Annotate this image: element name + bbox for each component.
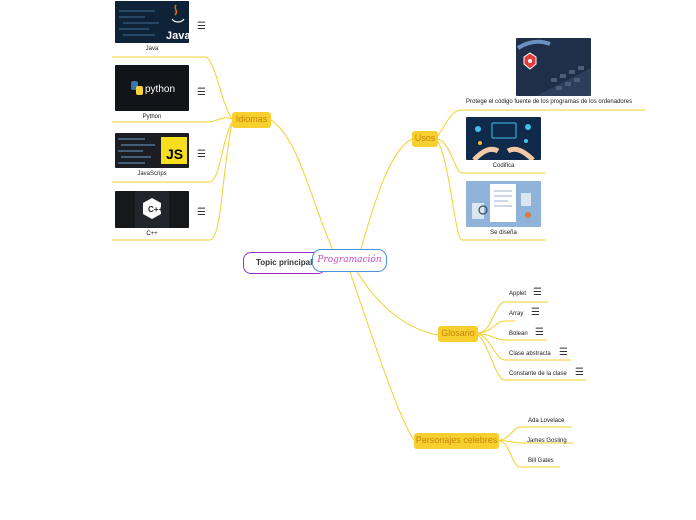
personajes-item-label: Bill Gates: [528, 458, 554, 464]
notes-icon[interactable]: ☰: [197, 207, 206, 218]
security-keyboard-image: [516, 38, 591, 96]
glosario-item-label: Constante de la clase: [509, 371, 567, 377]
topic-idiomas[interactable]: Idiomas: [232, 112, 271, 128]
security-keyboard-graphic: [516, 38, 591, 96]
java-logo-graphic: Java: [115, 1, 189, 43]
glosario-item-label: Bolean: [509, 331, 528, 337]
cpp-logo-text: C++: [148, 205, 163, 214]
javascript-logo-graphic: JS: [115, 133, 189, 168]
idiomas-item-label: Java: [145, 46, 159, 52]
notes-icon[interactable]: ☰: [533, 287, 542, 298]
idiomas-item-label: JavaScrips: [137, 171, 167, 177]
notes-icon[interactable]: ☰: [535, 327, 544, 338]
usos-item-label: Protege el código fuente de los programa…: [466, 99, 633, 105]
personajes-item-label: Ada Lovelace: [528, 418, 565, 424]
notes-icon[interactable]: ☰: [197, 21, 206, 32]
notes-icon[interactable]: ☰: [575, 367, 584, 378]
topic-glosario[interactable]: Glosario: [438, 326, 478, 342]
topic-glosario-label: Glosario: [441, 328, 475, 338]
javascript-logo-text: JS: [166, 146, 183, 162]
topic-personajes-celebres[interactable]: Personajes celebres: [414, 433, 499, 449]
central-topic[interactable]: Programación: [312, 249, 387, 272]
coding-hands-graphic: [466, 117, 541, 160]
java-logo-text: Java: [166, 30, 189, 42]
topic-idiomas-label: Idiomas: [235, 114, 268, 124]
usos-item-label: Codifica: [492, 163, 515, 169]
topic-usos[interactable]: Usos: [412, 131, 438, 147]
notes-icon[interactable]: ☰: [531, 307, 540, 318]
python-logo-image: python: [115, 65, 189, 111]
floating-topic-label: Topic principal: [256, 258, 313, 267]
glosario-item-label: Clase abstracta: [509, 351, 551, 357]
central-topic-label: Programación: [317, 255, 382, 265]
cpp-logo-graphic: C++: [115, 191, 189, 228]
java-logo-image: Java: [115, 1, 189, 43]
glosario-item-label: Applet: [509, 291, 527, 297]
notes-icon[interactable]: ☰: [197, 149, 206, 160]
notes-icon[interactable]: ☰: [197, 87, 206, 98]
python-logo-graphic: python: [115, 65, 189, 111]
idiomas-item-label: C++: [146, 231, 158, 237]
design-board-image: [466, 181, 541, 227]
javascript-logo-image: JS: [115, 133, 189, 168]
topic-personajes-label: Personajes celebres: [415, 435, 498, 445]
python-logo-text: python: [145, 84, 175, 95]
cpp-logo-image: C++: [115, 191, 189, 228]
design-board-graphic: [466, 181, 541, 227]
glosario-item-label: Array: [509, 311, 524, 317]
usos-item-label: Se diseña: [490, 230, 517, 236]
personajes-item-label: James Gosling: [527, 438, 567, 444]
topic-usos-label: Usos: [414, 133, 436, 143]
coding-hands-image: [466, 117, 541, 160]
idiomas-item-label: Python: [142, 114, 162, 120]
notes-icon[interactable]: ☰: [559, 347, 568, 358]
